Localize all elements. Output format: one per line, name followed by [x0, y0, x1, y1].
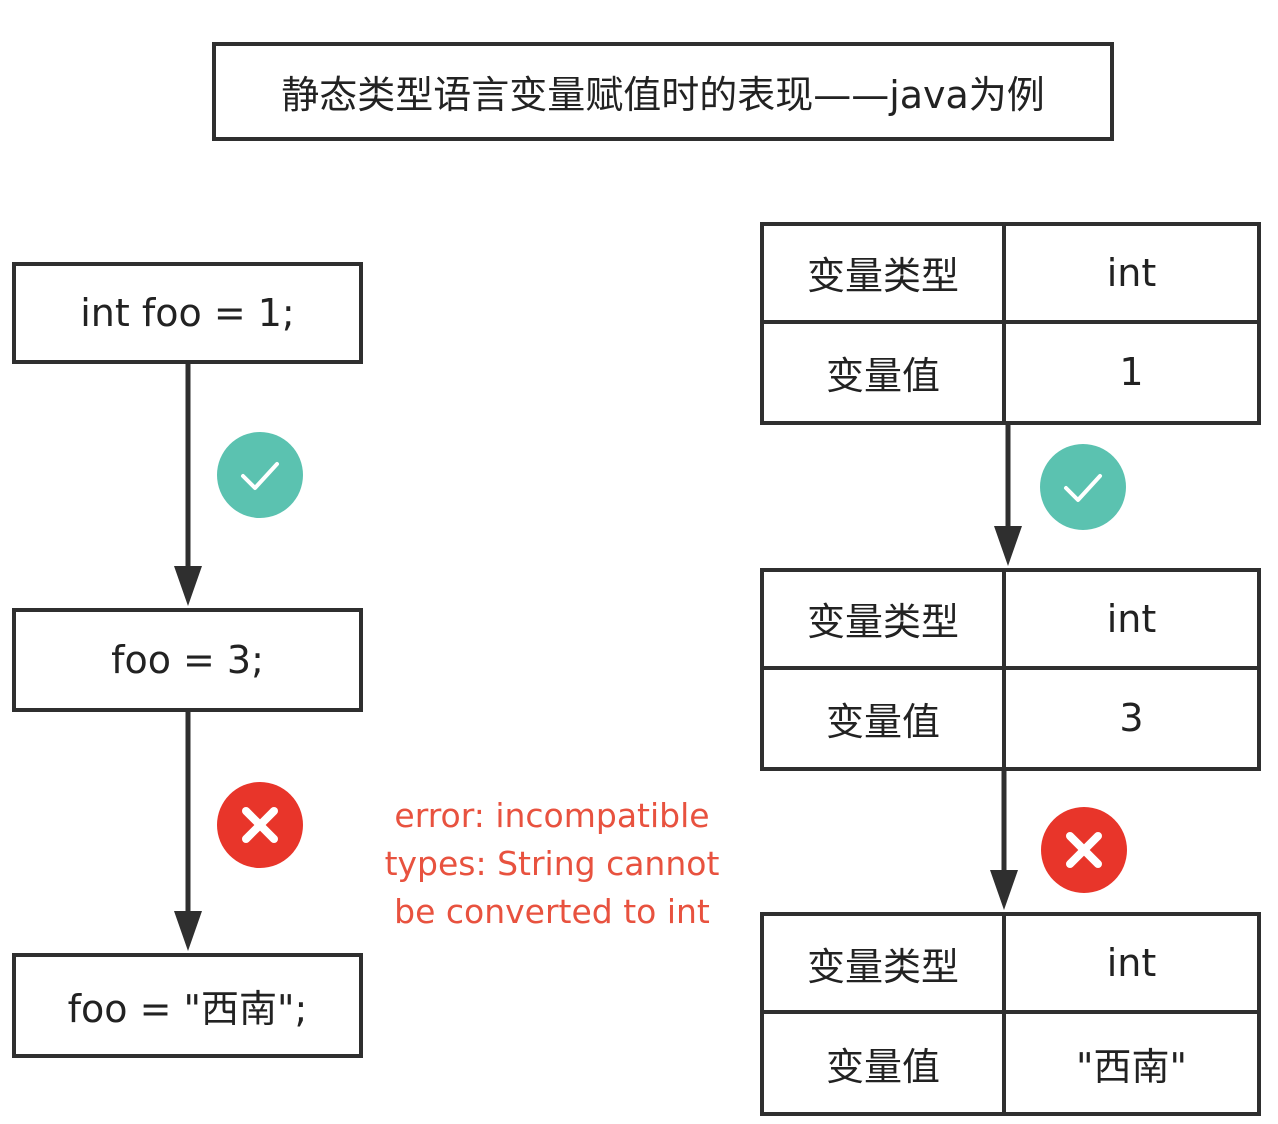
- value-label-cell: 变量值: [764, 323, 1006, 421]
- error-message: error: incompatible types: String cannot…: [360, 792, 744, 936]
- check-icon: [1040, 444, 1126, 530]
- type-label-cell: 变量类型: [764, 226, 1006, 324]
- code-step-1-text: int foo = 1;: [80, 291, 295, 335]
- arrow-code-2-to-3: [174, 712, 202, 951]
- x-icon: [217, 782, 303, 868]
- diagram-title-text: 静态类型语言变量赋值时的表现——java为例: [281, 73, 1045, 117]
- arrow-table-1-to-2: [994, 425, 1022, 566]
- error-message-line-1: error: incompatible: [394, 796, 710, 835]
- value-cell: 1: [1119, 350, 1144, 395]
- variable-table-1: 变量类型 int 变量值 1: [760, 222, 1261, 425]
- check-icon: [217, 432, 303, 518]
- code-step-2-text: foo = 3;: [111, 638, 264, 682]
- type-label-cell: 变量类型: [764, 916, 1006, 1014]
- value-label-cell: 变量值: [764, 1014, 1006, 1112]
- x-icon: [1041, 807, 1127, 893]
- error-message-line-2: types: String cannot: [384, 844, 720, 883]
- type-value-cell: int: [1006, 916, 1257, 1014]
- code-step-1: int foo = 1;: [12, 262, 363, 364]
- value-cell: 3: [1119, 696, 1144, 741]
- diagram-title: 静态类型语言变量赋值时的表现——java为例: [212, 42, 1114, 141]
- value-cell: "西南": [1076, 1044, 1187, 1089]
- error-message-line-3: be converted to int: [394, 892, 710, 931]
- code-step-3: foo = "西南";: [12, 953, 363, 1058]
- type-value-cell: int: [1006, 572, 1257, 670]
- variable-table-2: 变量类型 int 变量值 3: [760, 568, 1261, 771]
- arrow-code-1-to-2: [174, 364, 202, 606]
- value-label-cell: 变量值: [764, 669, 1006, 767]
- code-step-3-text: foo = "西南";: [67, 987, 308, 1031]
- variable-table-3: 变量类型 int 变量值 "西南": [760, 912, 1261, 1116]
- type-value-cell: int: [1006, 226, 1257, 324]
- arrow-table-2-to-3: [990, 771, 1018, 910]
- type-label-cell: 变量类型: [764, 572, 1006, 670]
- code-step-2: foo = 3;: [12, 608, 363, 712]
